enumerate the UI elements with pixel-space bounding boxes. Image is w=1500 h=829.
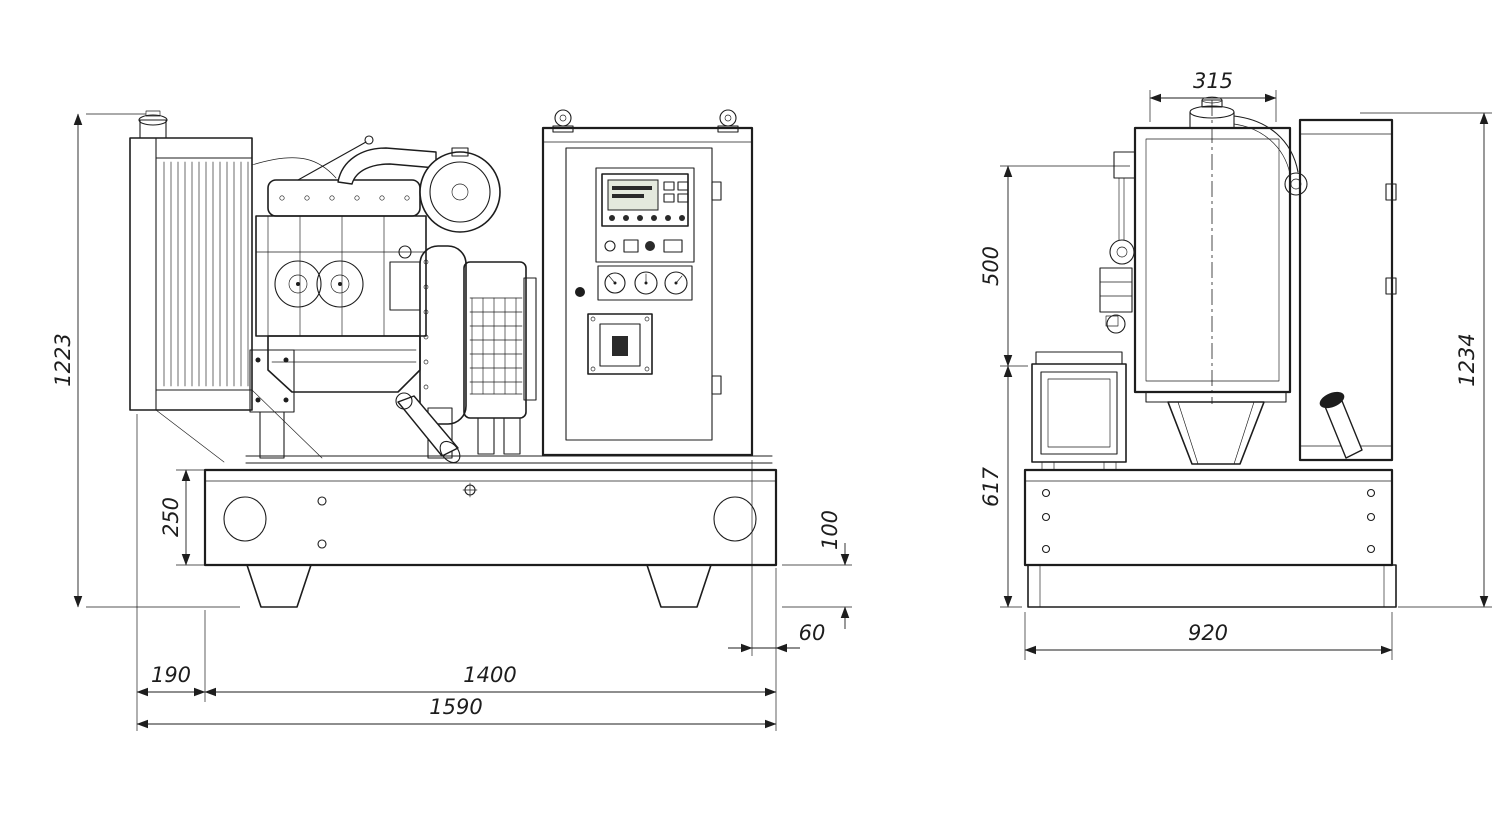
cabinet-door [565, 147, 713, 441]
dim-base-length-label: 1400 [463, 663, 516, 687]
dim-upper-section-height-label: 500 [979, 246, 1003, 286]
dim-overall-length: 1590 [136, 695, 777, 729]
radiator [129, 110, 337, 463]
dim-radiator-width-label: 315 [1193, 69, 1233, 93]
intake-elbow [337, 147, 437, 185]
hinge-top [711, 181, 722, 201]
pallet [1027, 564, 1397, 608]
side-view: 1223 250 190 1400 1590 [51, 109, 852, 731]
radiator-mount [1145, 391, 1287, 465]
dim-overall-length-label: 1590 [429, 695, 482, 719]
dim-end-overall-height: 1234 [1360, 112, 1492, 608]
circuit-breaker [587, 313, 653, 375]
latch-bottom [1385, 277, 1397, 295]
base-hole-right [713, 496, 757, 542]
dim-base-frame-height: 250 [159, 469, 206, 566]
dim-base-frame-height-label: 250 [159, 497, 183, 537]
lifting-eye-left [552, 109, 574, 133]
latch-top [1385, 183, 1397, 201]
dim-radiator-width: 315 [1149, 69, 1277, 122]
dim-overall-height-label: 1223 [51, 333, 75, 386]
mounting-rails [245, 455, 773, 464]
engine [245, 135, 773, 464]
side-view-dimensions: 1223 250 190 1400 1590 [51, 113, 852, 731]
flywheel-housing [419, 245, 467, 425]
front-engine-mount [249, 349, 295, 459]
control-panel [595, 167, 695, 263]
injection-pump [389, 261, 421, 311]
drain-pipe-end [1319, 391, 1363, 459]
alternator [463, 261, 537, 455]
hinge-bottom [711, 375, 722, 395]
drain-pipe [395, 392, 461, 464]
dim-base-length: 1400 [204, 568, 777, 731]
gauge-strip [597, 265, 693, 301]
mounting-foot-left [246, 564, 312, 608]
engine-fittings-end [1099, 151, 1136, 334]
control-cabinet [541, 109, 754, 457]
oil-pan [267, 335, 421, 393]
dim-front-overhang-label: 190 [151, 663, 191, 687]
dim-overall-height: 1223 [51, 113, 240, 608]
dim-lower-section-height: 617 [979, 365, 1022, 608]
dim-base-width: 920 [1024, 612, 1393, 660]
base-frame [203, 468, 778, 608]
dim-foot-height-label: 100 [818, 510, 842, 550]
cabinet-end [1298, 118, 1397, 462]
radiator-end [1099, 96, 1308, 465]
air-cleaner [419, 147, 501, 233]
dim-upper-section-height: 500 [979, 165, 1130, 367]
lifting-eye-right [717, 109, 739, 133]
dim-rear-overhang-label: 60 [799, 621, 826, 645]
dim-front-overhang: 190 [136, 414, 206, 731]
base-hole-left [223, 496, 267, 542]
end-view-dimensions: 315 500 617 1234 920 [979, 69, 1492, 660]
muffler-box [1031, 351, 1127, 471]
engine-block [255, 215, 427, 337]
dim-rear-overhang: 60 [728, 460, 825, 656]
indicator-light [575, 287, 585, 297]
dim-end-overall-height-label: 1234 [1455, 333, 1479, 386]
dim-lower-section-height-label: 617 [979, 466, 1003, 507]
end-view: 315 500 617 1234 920 [979, 69, 1492, 660]
radiator-cap [138, 110, 168, 139]
dipstick [297, 141, 367, 181]
base-frame-end [1023, 468, 1397, 608]
dim-foot-height: 100 [782, 510, 852, 629]
radiator-hose [1233, 115, 1299, 173]
dim-base-width-label: 920 [1188, 621, 1228, 645]
mounting-foot-right [646, 564, 712, 608]
